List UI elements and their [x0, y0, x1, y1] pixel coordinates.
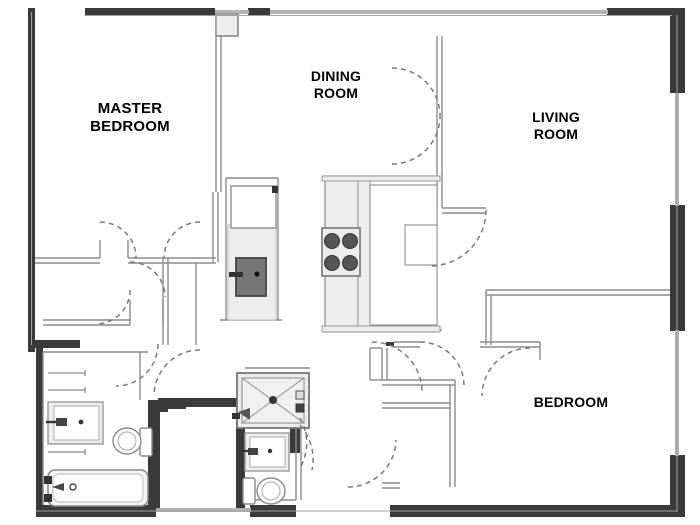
door-arc-master-closet-left	[99, 221, 137, 259]
wall-hall-horizontal	[158, 398, 300, 407]
door-arc-hall-closet	[129, 261, 166, 298]
wall-bedroom-divider	[386, 342, 394, 346]
door-arc-dining-living-upper	[391, 67, 441, 117]
door-arc-bedroom-entry	[481, 347, 531, 397]
door-arc-master-closet-right	[163, 221, 201, 259]
bathtub-spout	[52, 483, 64, 491]
wall-secondbath-left	[236, 405, 245, 509]
second-bath-shower-valve	[232, 413, 240, 419]
laundry-appliance-handle	[229, 272, 243, 277]
wall-left-jog	[28, 340, 80, 348]
laundry-closet	[227, 185, 278, 321]
stove-burner-4	[342, 255, 358, 271]
wall-top-mid	[248, 8, 270, 15]
door-arc-low-closet	[95, 289, 131, 325]
wall-hall-stub-left	[158, 398, 168, 412]
door-swings	[95, 67, 531, 488]
master-toilet-tank	[139, 427, 153, 457]
door-arc-bedroom-closet-bottom	[347, 439, 397, 488]
door-arc-second-bath-entry	[299, 417, 308, 469]
second-bath-toilet	[242, 477, 286, 505]
second-bath-faucet	[248, 448, 258, 455]
second-toilet-seat	[261, 481, 281, 501]
laundry-cabinet-knob	[272, 186, 278, 193]
door-arc-bedroom-closet-top	[371, 341, 423, 393]
bathtub-valve-2	[44, 494, 52, 502]
wall-top-left	[85, 8, 215, 15]
laundry-appliance-dial	[254, 271, 260, 277]
laundry-upper-cabinet	[230, 185, 277, 229]
outer-hairlines	[31, 12, 678, 512]
kitchen-counter-well	[369, 184, 438, 326]
second-bath-shower-drain	[269, 396, 277, 404]
second-bath-shower-control-1	[295, 390, 305, 400]
stove-burner-3	[324, 255, 340, 271]
stove-burner-1	[324, 233, 340, 249]
master-bath-toilet	[112, 427, 153, 457]
kitchen-fixtures	[321, 175, 441, 333]
second-bath-sink-drain	[267, 448, 273, 454]
wall-secondbath-stub	[290, 405, 300, 453]
wall-top-right	[607, 8, 652, 15]
wall-corner-topright-h	[645, 8, 685, 15]
bathtub-drain	[69, 483, 77, 491]
master-toilet-seat	[117, 431, 137, 451]
master-bath-fixtures	[44, 370, 153, 507]
window-bottom-left	[156, 508, 251, 512]
second-bath-shower-control-2	[295, 403, 305, 413]
interior-walls	[35, 13, 670, 505]
second-bath-shower-head	[238, 408, 250, 420]
window-top-left	[215, 10, 249, 14]
master-bath-sink-drain	[78, 419, 84, 425]
wall-masterbath-right	[148, 405, 160, 510]
master-bath-bathtub-inner	[52, 473, 144, 503]
door-arc-second-bath-entry2	[299, 424, 314, 471]
wall-notch-box	[215, 13, 239, 37]
wall-notch-edge	[216, 14, 239, 37]
kitchen-counter-bottom-edge	[321, 325, 441, 333]
window-top-center	[270, 10, 608, 14]
door-arc-kitchen-pantry	[429, 209, 487, 267]
wall-masterbath-left	[36, 346, 43, 511]
door-arc-master-bath	[115, 343, 159, 387]
second-toilet-tank	[242, 477, 256, 505]
door-arc-dining-living-lower	[391, 115, 441, 165]
wall-left-lower	[28, 346, 35, 352]
stove-burner-2	[342, 233, 358, 249]
door-arc-hall-bath	[153, 349, 201, 397]
kitchen-counter-top-edge	[321, 175, 441, 182]
master-bath-faucet	[56, 418, 67, 426]
bathtub-valve-1	[44, 476, 52, 484]
second-bath-fixtures	[232, 372, 310, 505]
